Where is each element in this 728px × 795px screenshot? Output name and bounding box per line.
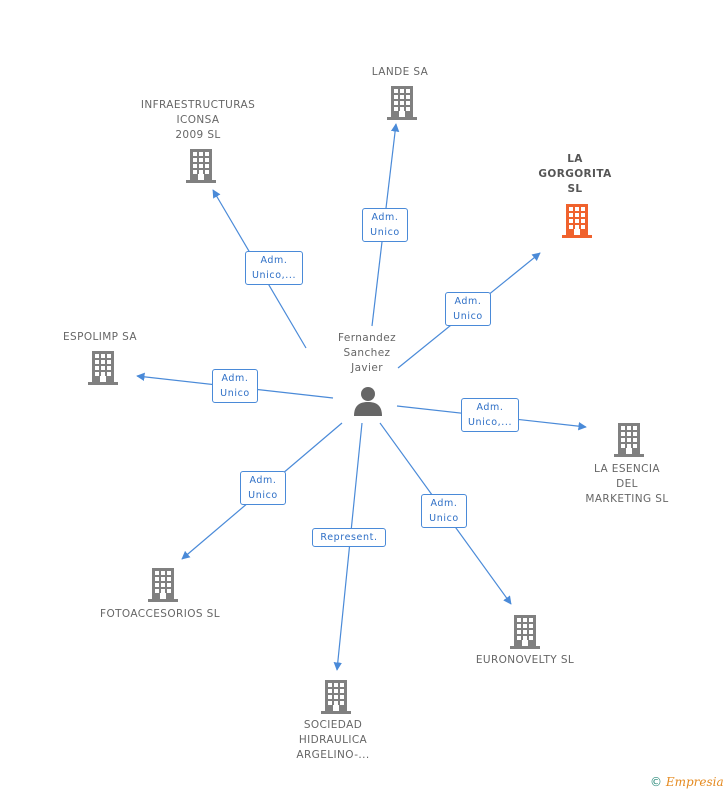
center-person-name[interactable]: Fernandez Sanchez Javier <box>337 332 397 374</box>
edge-label-esencia[interactable]: Adm. Unico,... <box>461 398 519 432</box>
edge-label-infra[interactable]: Adm. Unico,... <box>245 251 303 285</box>
person-icon[interactable] <box>352 385 384 417</box>
building-icon[interactable] <box>87 351 119 385</box>
company-name-lande[interactable]: LANDE SA <box>371 66 429 78</box>
edge-label-fotoaccesorios[interactable]: Adm. Unico <box>240 471 286 505</box>
company-name-sociedad[interactable]: SOCIEDAD HIDRAULICA ARGELINO-... <box>296 719 370 761</box>
company-name-euronovelty[interactable]: EURONOVELTY SL <box>475 654 575 666</box>
brand-logo: Empresia <box>665 775 724 789</box>
building-icon[interactable] <box>509 615 541 649</box>
company-name-fotoaccesorios[interactable]: FOTOACCESORIOS SL <box>100 608 220 620</box>
copyright-mark: © <box>650 775 662 789</box>
company-name-gorgorita[interactable]: LA GORGORITA SL <box>538 153 612 195</box>
company-name-espolimp[interactable]: ESPOLIMP SA <box>62 331 137 343</box>
building-icon[interactable] <box>185 149 217 183</box>
edge-label-gorgorita[interactable]: Adm. Unico <box>445 292 491 326</box>
company-name-infra[interactable]: INFRAESTRUCTURAS ICONSA 2009 SL <box>140 99 256 141</box>
footer-brand: © Empresia <box>650 775 724 789</box>
edge-label-espolimp[interactable]: Adm. Unico <box>212 369 258 403</box>
building-icon[interactable] <box>386 86 418 120</box>
building-icon[interactable] <box>147 568 179 602</box>
edge-label-euronovelty[interactable]: Adm. Unico <box>421 494 467 528</box>
building-icon[interactable] <box>561 204 593 238</box>
building-icon[interactable] <box>320 680 352 714</box>
edge-label-sociedad[interactable]: Represent. <box>312 528 386 547</box>
building-icon[interactable] <box>613 423 645 457</box>
edge-label-lande[interactable]: Adm. Unico <box>362 208 408 242</box>
company-name-esencia[interactable]: LA ESENCIA DEL MARKETING SL <box>585 463 669 505</box>
